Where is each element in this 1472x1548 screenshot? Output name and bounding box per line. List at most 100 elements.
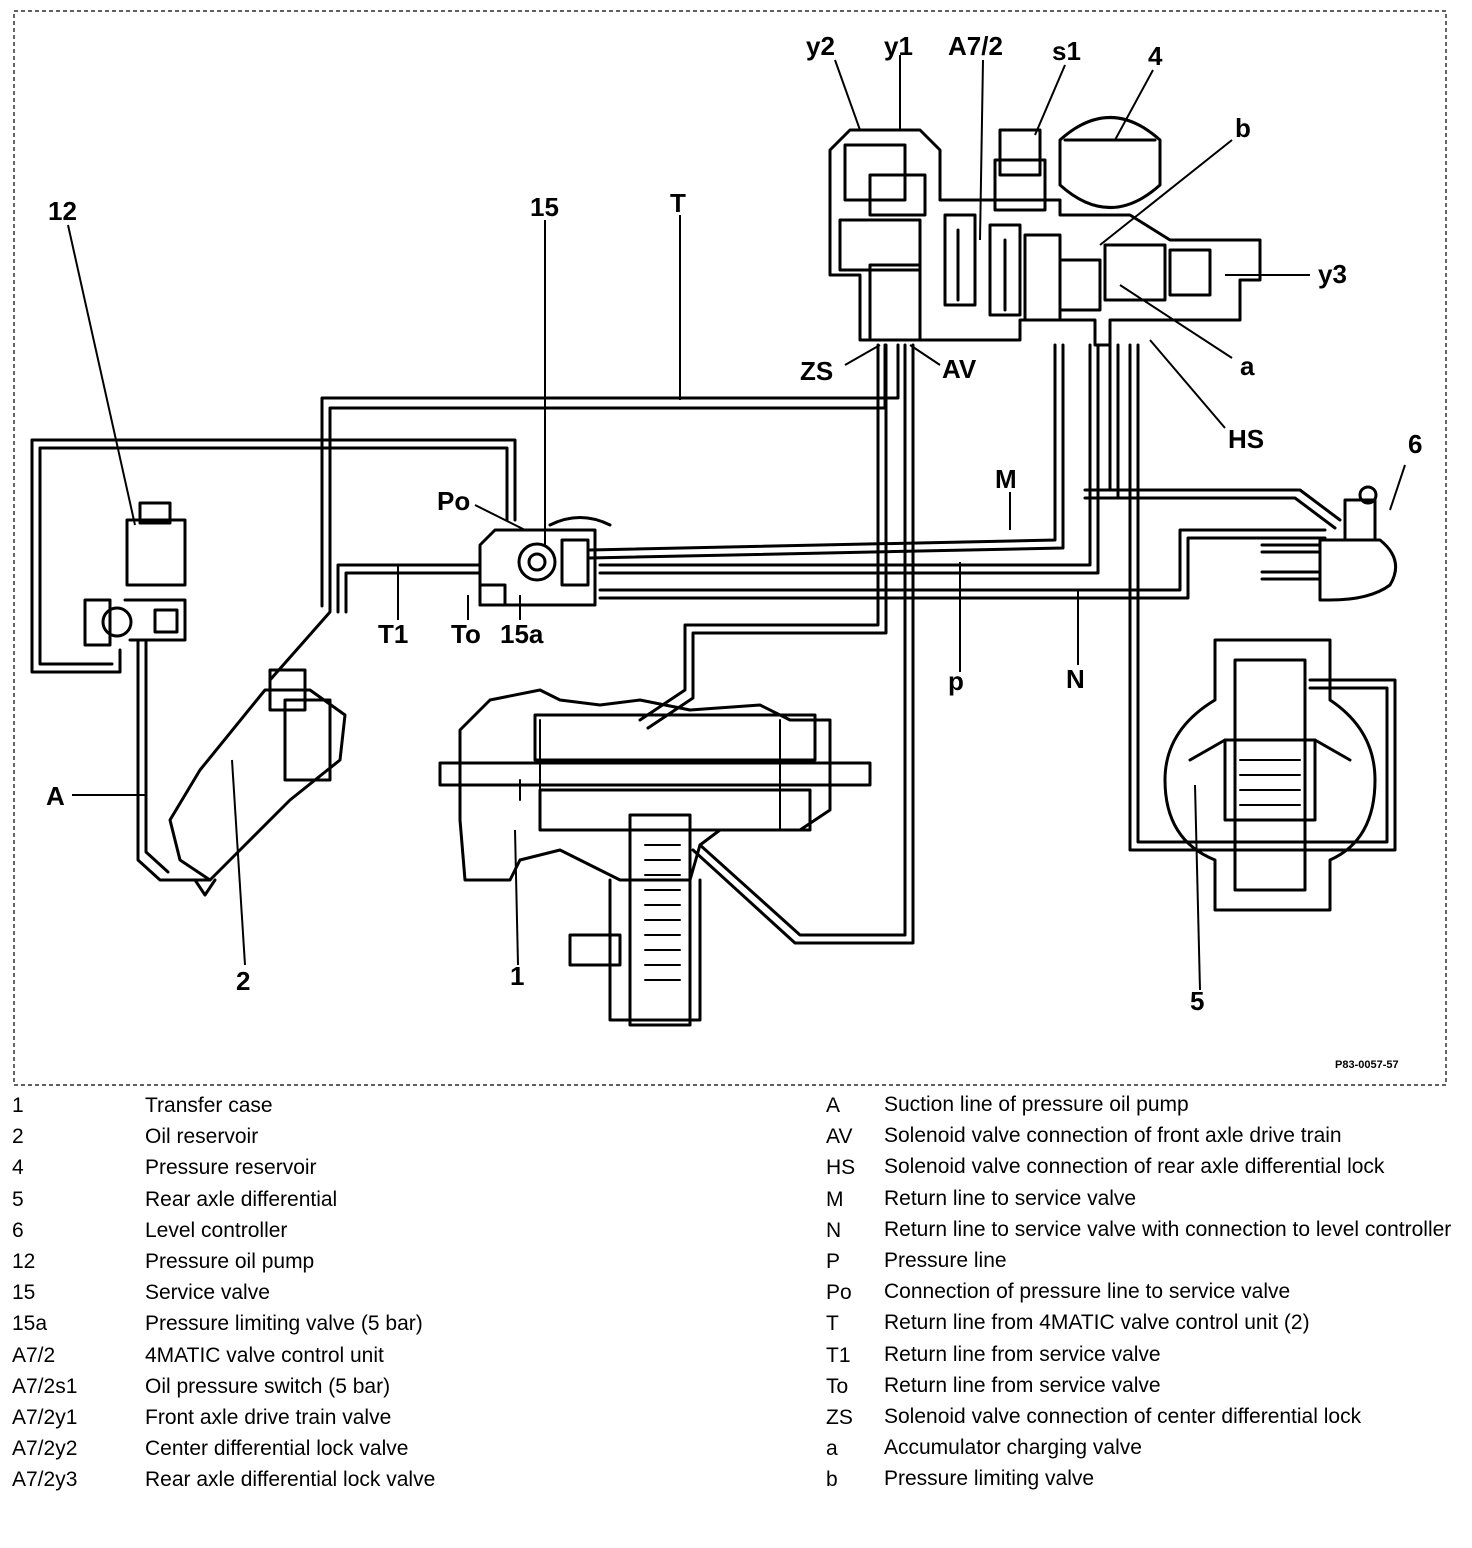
- legend-code: HS: [826, 1156, 856, 1180]
- legend-code: 1: [12, 1094, 24, 1117]
- legend-description: Rear axle differential lock valve: [145, 1468, 436, 1492]
- pressure-oil-pump-12: [83, 501, 187, 647]
- legend-description: Oil reservoir: [145, 1125, 259, 1149]
- legend-row: 6 Level controller: [12, 1215, 732, 1246]
- callout-A7-2: A7/2: [948, 31, 1003, 61]
- legend-code: M: [826, 1187, 844, 1211]
- legend-description: Accumulator charging valve: [884, 1436, 1142, 1460]
- legend-code: 4: [12, 1156, 24, 1180]
- legend-description: Return line from service valve: [884, 1342, 1161, 1366]
- callout-T: T: [670, 188, 686, 218]
- legend-code: A7/2s1: [12, 1374, 78, 1398]
- callout-2: 2: [236, 966, 250, 996]
- legend-code: A7/2y2: [12, 1437, 78, 1461]
- transfer-case-1: [438, 688, 872, 1027]
- line-A-suction: [136, 638, 212, 882]
- legend-row: T Return line from 4MATIC valve control u…: [826, 1308, 1456, 1339]
- level-controller-6: [1260, 485, 1398, 602]
- legend-description: Oil pressure switch (5 bar): [145, 1374, 391, 1398]
- legend-row: AV Solenoid valve connection of front axl…: [826, 1121, 1456, 1152]
- legend-code: 5: [12, 1187, 24, 1211]
- hydraulic-system-diagram: 12 15 T y2 y1 A7/2 s1 4 b y3 a ZS AV HS …: [13, 10, 1447, 1086]
- callout-A: A: [46, 781, 65, 811]
- legend-row: To Return line from service valve: [826, 1371, 1456, 1402]
- legend-code: 15a: [12, 1312, 48, 1336]
- legend-row: 15a Pressure limiting valve (5 bar): [12, 1308, 732, 1339]
- line-pump-loop: [30, 438, 517, 674]
- service-valve-15: [478, 516, 612, 607]
- callout-y3: y3: [1318, 259, 1347, 289]
- oil-reservoir-2: [168, 668, 347, 897]
- callout-HS: HS: [1228, 424, 1264, 454]
- legend-code: A7/2y3: [12, 1468, 78, 1492]
- legend-description: Solenoid valve connection of front axle …: [884, 1124, 1342, 1148]
- callout-ZS: ZS: [800, 356, 833, 386]
- line-HS-rear-diff: [1128, 343, 1397, 852]
- legend-row: ZS Solenoid valve connection of center di…: [826, 1402, 1456, 1433]
- callout-12: 12: [48, 196, 77, 226]
- legend-description: Rear axle differential: [145, 1187, 338, 1211]
- callout-To: To: [451, 619, 481, 649]
- callout-a: a: [1240, 351, 1255, 381]
- callout-AV: AV: [942, 354, 977, 384]
- line-ZS-AV-transfer-case: [638, 343, 915, 945]
- callout-N: N: [1066, 664, 1085, 694]
- legend-description: Connection of pressure line to service v…: [884, 1280, 1291, 1304]
- legend-code: A7/2: [12, 1343, 56, 1367]
- legend-description: Solenoid valve connection of rear axle d…: [884, 1155, 1385, 1179]
- legend-description: Transfer case: [145, 1094, 273, 1117]
- legend-row: b Pressure limiting valve: [826, 1464, 1456, 1495]
- legend-code: ZS: [826, 1406, 853, 1430]
- legend-code: P: [826, 1250, 841, 1274]
- legend-description: Return line from service valve: [884, 1373, 1161, 1397]
- legend-description: Pressure limiting valve (5 bar): [145, 1312, 423, 1336]
- legend-description: Solenoid valve connection of center diff…: [884, 1405, 1362, 1429]
- callout-15a: 15a: [500, 619, 544, 649]
- legend-code: T1: [826, 1343, 851, 1367]
- legend-code: T: [826, 1312, 839, 1336]
- legend-code: 12: [12, 1250, 36, 1274]
- legend-row: A7/2y3 Rear axle differential lock valve: [12, 1464, 732, 1495]
- legend-description: Pressure oil pump: [145, 1250, 315, 1274]
- legend-code: 6: [12, 1218, 24, 1242]
- callout-1: 1: [510, 961, 524, 991]
- legend-row: 1 Transfer case: [12, 1090, 732, 1121]
- callout-p: p: [948, 666, 964, 696]
- legend-description: Return line from 4MATIC valve control un…: [884, 1311, 1310, 1335]
- legend-description: Return line to service valve with connec…: [884, 1217, 1452, 1241]
- legend-code: A: [826, 1094, 841, 1117]
- legend-description: Service valve: [145, 1281, 270, 1305]
- legend-code: A7/2y1: [12, 1406, 78, 1430]
- callout-T1: T1: [378, 619, 408, 649]
- legend-row: HS Solenoid valve connection of rear axle…: [826, 1152, 1456, 1183]
- legend-row: 12 Pressure oil pump: [12, 1246, 732, 1277]
- legend-description: Front axle drive train valve: [145, 1406, 392, 1430]
- leader-lines: [67, 55, 1406, 991]
- legend-row: A7/2y1 Front axle drive train valve: [12, 1402, 732, 1433]
- legend-row: A7/2s1 Oil pressure switch (5 bar): [12, 1371, 732, 1402]
- legend-description: Level controller: [145, 1218, 288, 1242]
- legend-description: 4MATIC valve control unit: [145, 1343, 384, 1367]
- callout-5: 5: [1190, 986, 1204, 1016]
- valve-control-unit-A7-2: [828, 116, 1262, 347]
- legend-description: Pressure limiting valve: [884, 1467, 1095, 1491]
- legend-row: T1 Return line from service valve: [826, 1340, 1456, 1371]
- legend-code: To: [826, 1374, 849, 1398]
- legend-code: b: [826, 1468, 838, 1492]
- callout-4: 4: [1148, 41, 1163, 71]
- line-P-pressure: [588, 343, 1100, 575]
- line-T-return: [268, 343, 900, 682]
- line-M-N-level-controller: [598, 343, 1342, 600]
- legend-code: AV: [826, 1125, 853, 1149]
- callout-y2: y2: [806, 31, 835, 61]
